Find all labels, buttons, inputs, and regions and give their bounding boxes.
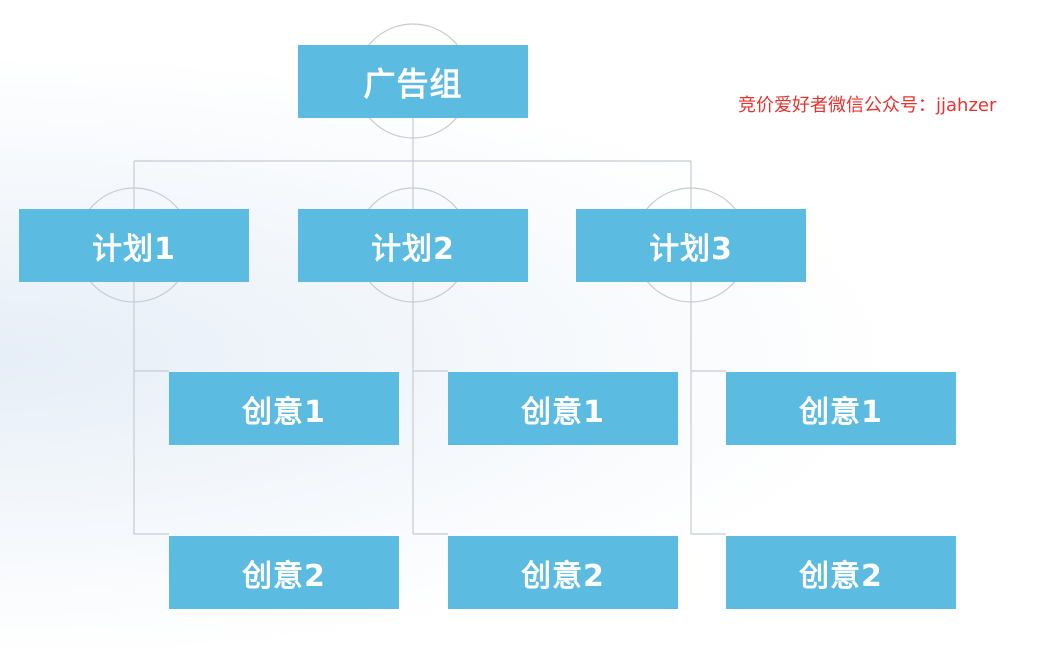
plan3-idea-label-2: 创意2 xyxy=(799,558,883,594)
plan-label-1: 计划1 xyxy=(92,231,176,267)
plan1-idea-label-2: 创意2 xyxy=(242,558,326,594)
plan2-idea-label-2: 创意2 xyxy=(521,558,605,594)
plan3-idea-node-2: 创意2 xyxy=(726,536,956,609)
plan-node-1: 计划1 xyxy=(19,209,249,282)
plan2-idea-node-1: 创意1 xyxy=(448,372,678,445)
plan-label-2: 计划2 xyxy=(371,231,455,267)
plan3-idea-label-1: 创意1 xyxy=(799,394,883,430)
wechat-account-watermark: 竞价爱好者微信公众号：jjahzer xyxy=(738,95,997,116)
plan2-idea-node-2: 创意2 xyxy=(448,536,678,609)
plan-node-2: 计划2 xyxy=(298,209,528,282)
plan-label-3: 计划3 xyxy=(649,231,733,267)
plan1-idea-node-2: 创意2 xyxy=(169,536,399,609)
ad-group-label: 广告组 xyxy=(363,64,463,103)
plan3-idea-node-1: 创意1 xyxy=(726,372,956,445)
plan1-idea-label-1: 创意1 xyxy=(242,394,326,430)
ad-group-node: 广告组 xyxy=(298,45,528,118)
plan2-idea-label-1: 创意1 xyxy=(521,394,605,430)
plan-node-3: 计划3 xyxy=(576,209,806,282)
plan1-idea-node-1: 创意1 xyxy=(169,372,399,445)
